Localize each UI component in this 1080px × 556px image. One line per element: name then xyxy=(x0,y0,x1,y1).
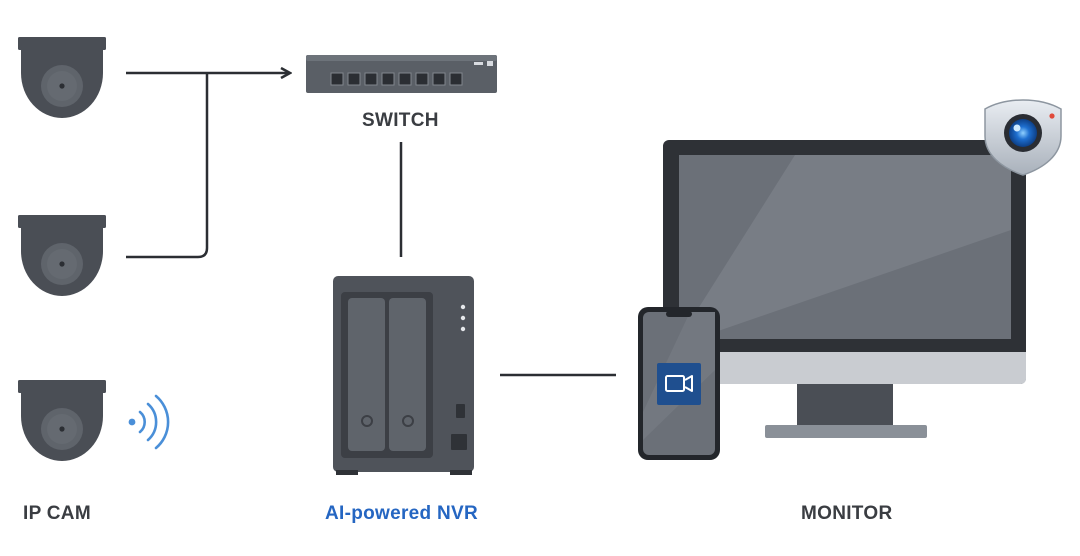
ip-cam-label: IP CAM xyxy=(23,503,91,524)
nvr-label: AI-powered NVR xyxy=(325,503,479,524)
connection-lines xyxy=(126,73,616,377)
dome-camera-icon xyxy=(18,37,106,118)
cam2-to-switch-line xyxy=(126,73,209,259)
dome-camera-icon xyxy=(18,215,106,296)
dome-camera-icon xyxy=(18,380,106,461)
monitor-label: MONITOR xyxy=(801,503,893,524)
surveillance-app-icon xyxy=(657,363,701,405)
wireless-signal-icon xyxy=(128,394,170,450)
security-shield-icon xyxy=(984,99,1062,176)
network-switch-icon xyxy=(306,55,497,93)
nas-nvr-icon xyxy=(333,276,474,475)
switch-label: SWITCH xyxy=(362,110,439,131)
desktop-monitor-icon xyxy=(663,140,1026,438)
